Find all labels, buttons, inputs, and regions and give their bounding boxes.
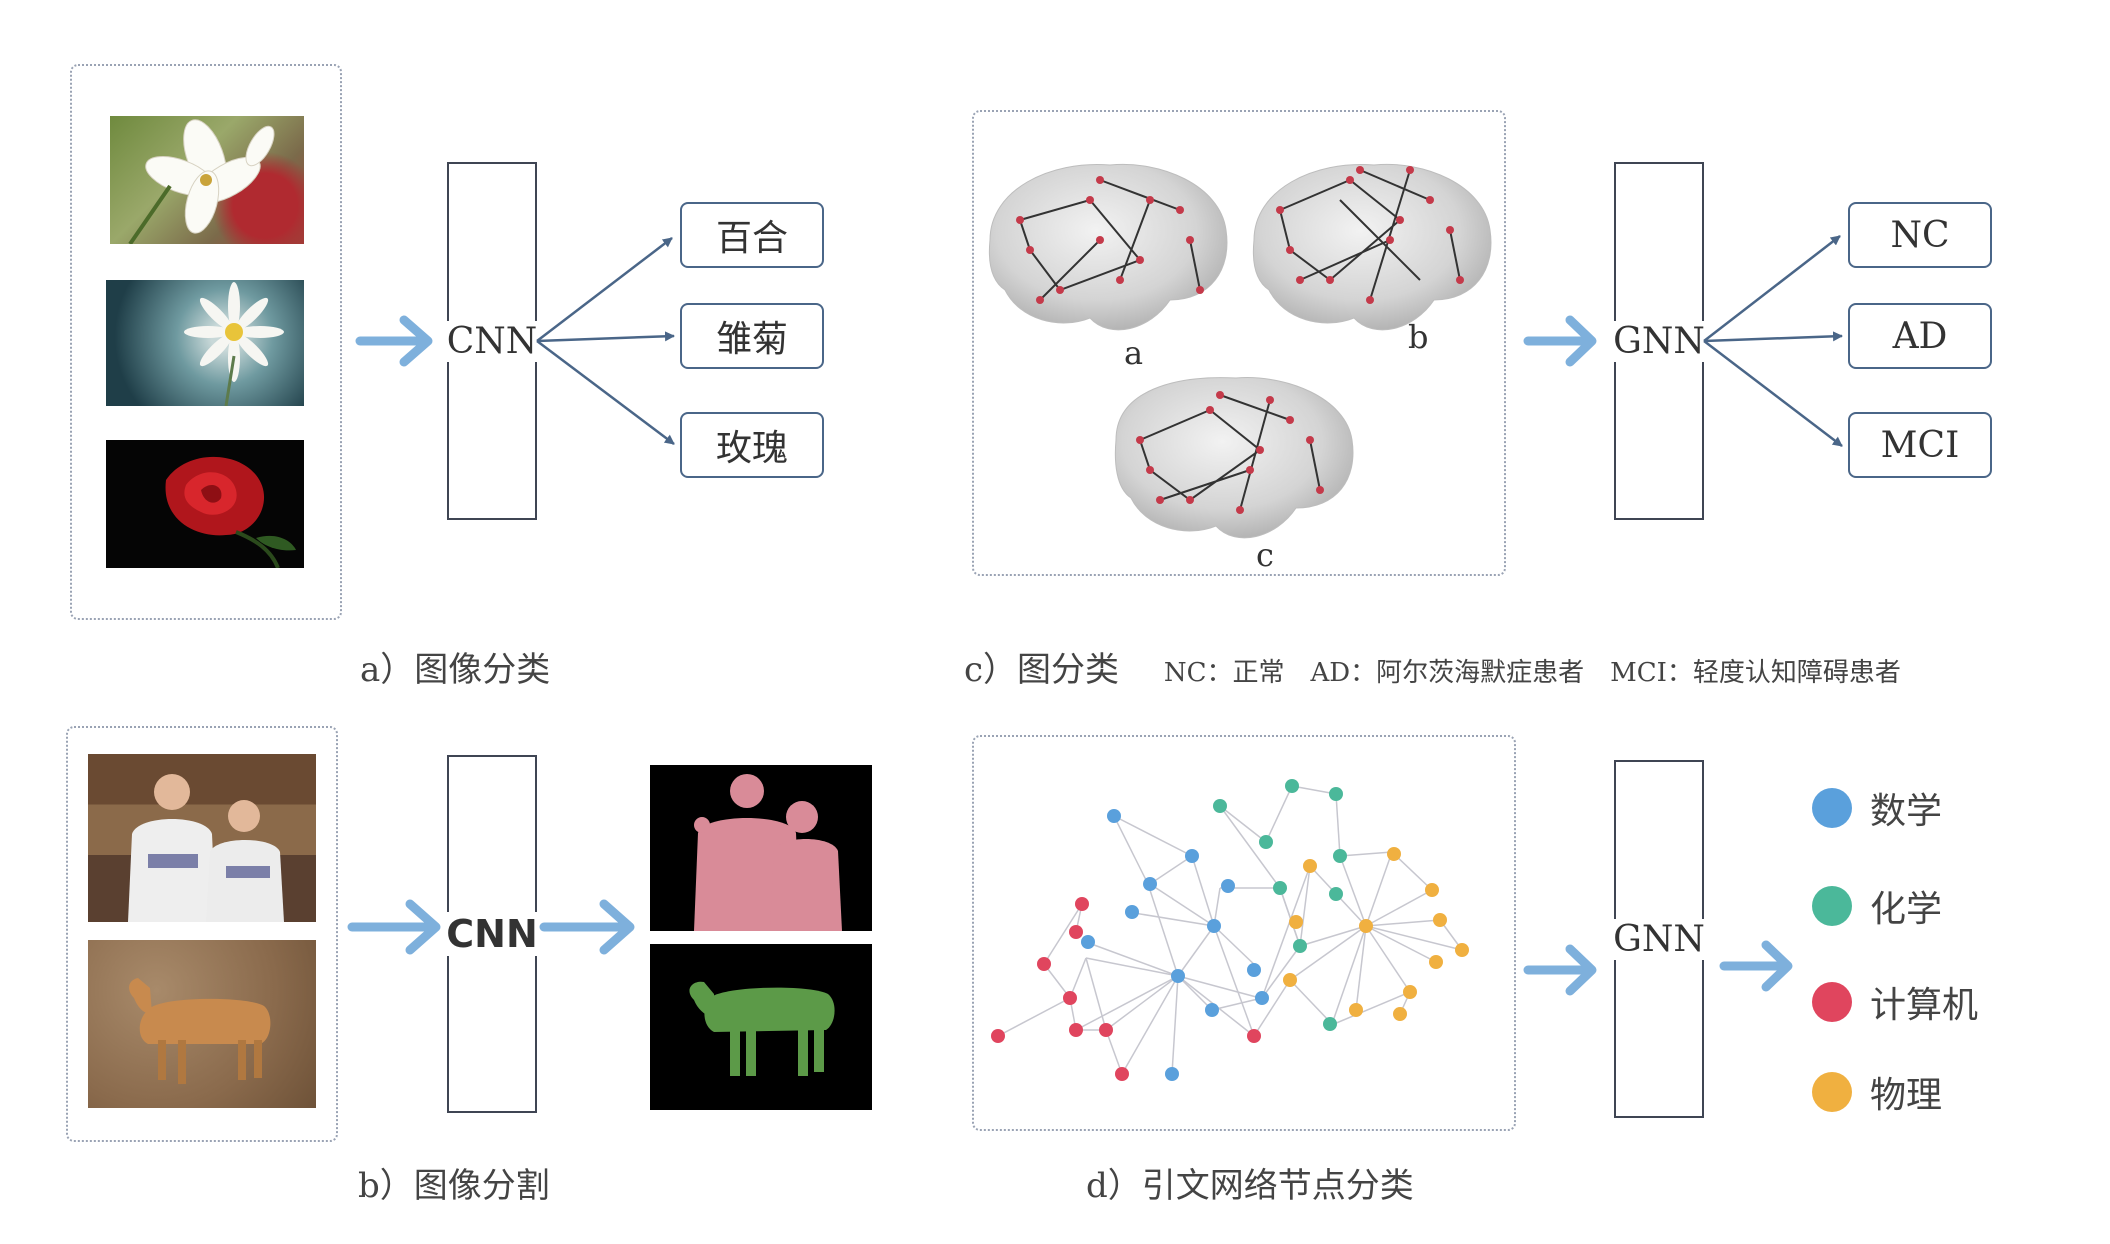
class-output-ad: AD bbox=[1848, 303, 1992, 369]
network-edges bbox=[997, 785, 1463, 1075]
physics-nodes bbox=[1283, 847, 1469, 1021]
brain-b bbox=[1252, 163, 1492, 331]
caption-b: b）图像分割 bbox=[358, 1166, 550, 1206]
brain-c bbox=[1114, 377, 1354, 539]
legend-label: 物理 bbox=[1870, 1075, 1943, 1116]
legend-label: 化学 bbox=[1870, 889, 1943, 930]
brain-label-a: a bbox=[1124, 334, 1144, 372]
gnn-box-node-classification: GNN bbox=[1611, 760, 1707, 1118]
person-mask bbox=[694, 774, 842, 931]
network-nodes bbox=[991, 779, 1469, 1081]
legend-dot bbox=[1812, 1072, 1852, 1112]
brain-a bbox=[988, 163, 1228, 331]
cnn-box-segmentation: CNN bbox=[444, 755, 540, 1113]
brain-label-c: c bbox=[1256, 536, 1274, 574]
chemistry-nodes bbox=[1213, 779, 1347, 1031]
cnn-box-classification: CNN bbox=[444, 162, 540, 520]
legend-dot bbox=[1812, 982, 1852, 1022]
arrow-gnn-to-legend bbox=[1719, 940, 1793, 992]
lily-image bbox=[110, 116, 304, 244]
caption-c-title: c）图分类 bbox=[964, 650, 1120, 690]
panel-b-image-frame bbox=[66, 726, 338, 1142]
panel-c-brain-frame bbox=[972, 110, 1506, 576]
class-output-lily: 百合 bbox=[680, 202, 824, 268]
people-photo bbox=[88, 754, 316, 922]
arrow-brains-to-gnn bbox=[1523, 315, 1597, 367]
panel-d-network-frame bbox=[972, 735, 1516, 1131]
panel-a-image-frame bbox=[70, 64, 342, 620]
rose-image bbox=[106, 440, 304, 568]
legend-dot bbox=[1812, 788, 1852, 828]
caption-a: a）图像分类 bbox=[360, 650, 551, 690]
class-output-nc: NC bbox=[1848, 202, 1992, 268]
legend-chemistry: 化学 bbox=[1812, 880, 1942, 932]
computer-science-nodes bbox=[991, 897, 1261, 1081]
legend-dot bbox=[1812, 886, 1852, 926]
caption-c-abbreviation-note: NC：正常 AD：阿尔茨海默症患者 MCI：轻度认知障碍患者 bbox=[1163, 658, 1901, 688]
class-output-daisy: 雏菊 bbox=[680, 303, 824, 369]
cow-mask bbox=[689, 981, 835, 1076]
legend-label: 计算机 bbox=[1870, 985, 1979, 1026]
cnn-label: CNN bbox=[444, 912, 540, 956]
gnn-label: GNN bbox=[1611, 320, 1707, 362]
brain-label-b: b bbox=[1408, 318, 1429, 356]
class-output-rose: 玫瑰 bbox=[680, 412, 824, 478]
math-nodes bbox=[1081, 809, 1269, 1081]
cnn-label: CNN bbox=[444, 320, 540, 362]
caption-d: d）引文网络节点分类 bbox=[1086, 1166, 1414, 1206]
legend-label: 数学 bbox=[1870, 791, 1943, 832]
daisy-image bbox=[106, 280, 304, 406]
people-segmentation-mask bbox=[650, 765, 872, 931]
arrow-network-to-gnn bbox=[1523, 944, 1597, 996]
gnn-label: GNN bbox=[1611, 918, 1707, 960]
arrow-cnn-to-masks bbox=[539, 899, 635, 955]
legend-math: 数学 bbox=[1812, 782, 1942, 834]
arrow-a-to-cnn bbox=[355, 315, 433, 367]
gnn-box-graph-classification: GNN bbox=[1611, 162, 1707, 520]
caption-c: c）图分类 NC：正常 AD：阿尔茨海默症患者 MCI：轻度认知障碍患者 bbox=[964, 642, 1901, 691]
arrow-b-to-cnn bbox=[347, 899, 441, 955]
class-output-mci: MCI bbox=[1848, 412, 1992, 478]
cow-photo bbox=[88, 940, 316, 1108]
legend-physics: 物理 bbox=[1812, 1066, 1942, 1118]
legend-computer-science: 计算机 bbox=[1812, 976, 1978, 1028]
class-connectors bbox=[536, 235, 1843, 447]
cow-segmentation-mask bbox=[650, 944, 872, 1110]
